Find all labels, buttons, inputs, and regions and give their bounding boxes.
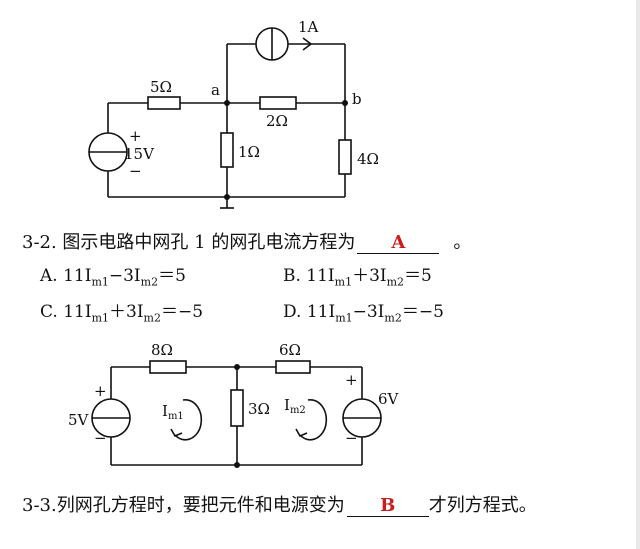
circuit-diagram-2: 8Ω 6Ω 3Ω 5V + − 6V + − Im1 Im2 [68, 341, 400, 468]
arrow-icon [302, 37, 313, 51]
option-b-part3: ＝5 [404, 266, 432, 286]
question-text: 3-3.列网孔方程时，要把元件和电源变为 [22, 495, 345, 516]
question-suffix: 才列方程式。 [428, 495, 537, 516]
question-suffix: 。 [453, 232, 472, 253]
answer-blank: B [346, 495, 429, 517]
option-a-part3: ＝5 [158, 266, 186, 286]
plus-sign-right: + [345, 371, 358, 389]
node-bottom-dot [224, 194, 230, 200]
answer-text: B [380, 495, 396, 516]
resistor-6ohm [275, 360, 311, 374]
minus-sign: − [129, 162, 142, 180]
mesh2-arrow-icon [299, 398, 328, 441]
resistor-5ohm [147, 96, 181, 110]
option-c-part1: C. 11I [40, 302, 92, 322]
option-b-sub1: m1 [334, 275, 353, 289]
mesh2-label: Im2 [284, 396, 306, 416]
option-a-part2: −3I [108, 266, 141, 286]
resistor-4ohm [338, 139, 352, 175]
label-node-a: a [211, 81, 220, 99]
mesh1-label: Im1 [162, 402, 184, 422]
label-6ohm: 6Ω [279, 341, 301, 359]
question-3-2: 3-2. 图示电路中网孔 1 的网孔电流方程为 A 。 [22, 228, 471, 254]
label-15v: 15V [124, 145, 155, 163]
option-b: B. 11Im1＋3Im2＝5 [283, 261, 432, 288]
question-text: 3-2. 图示电路中网孔 1 的网孔电流方程为 [22, 232, 356, 253]
answer-blank: A [357, 232, 440, 254]
option-a-part1: A. 11I [40, 266, 92, 286]
option-d-sub2: m2 [384, 311, 402, 325]
label-6v: 6V [378, 390, 400, 408]
option-b-part1: B. 11I [283, 266, 335, 286]
node-a-dot [224, 100, 230, 106]
label-8ohm: 8Ω [151, 341, 173, 359]
label-node-b: b [352, 90, 362, 108]
label-3ohm: 3Ω [248, 400, 270, 418]
option-c-part3: ＝−5 [160, 302, 204, 322]
node-top-dot [234, 364, 240, 370]
plus-sign: + [129, 127, 142, 145]
node-b-dot [342, 100, 348, 106]
option-c-part2: ＋3I [109, 302, 144, 322]
label-2ohm: 2Ω [266, 112, 288, 130]
node-bottom-dot [234, 462, 240, 468]
option-c-sub1: m1 [91, 311, 109, 325]
option-d: D. 11Im1−3Im2＝−5 [283, 297, 444, 324]
minus-sign-left: − [94, 429, 107, 447]
resistor-1ohm [220, 132, 234, 168]
option-d-part2: −3I [352, 302, 385, 322]
option-a: A. 11Im1−3Im2＝5 [40, 261, 186, 288]
plus-sign-left: + [94, 382, 107, 400]
option-d-part1: D. 11I [283, 302, 336, 322]
page-edge-divider [636, 0, 640, 549]
option-d-sub1: m1 [335, 311, 353, 325]
circuit-diagram-1: 5Ω 2Ω 1Ω 4Ω 1A a b 15V + − [88, 18, 379, 209]
option-c: C. 11Im1＋3Im2＝−5 [40, 297, 203, 324]
label-4ohm: 4Ω [357, 150, 379, 168]
label-5v: 5V [68, 411, 90, 429]
option-b-sub2: m2 [386, 275, 405, 289]
option-a-sub2: m2 [140, 275, 159, 289]
minus-sign-right: − [345, 429, 358, 447]
mesh1-arrow-icon [174, 398, 203, 441]
answer-text: A [391, 232, 406, 253]
resistor-3ohm [230, 389, 244, 427]
question-3-3: 3-3.列网孔方程时，要把元件和电源变为 B 才列方程式。 [22, 491, 537, 517]
option-d-part3: ＝−5 [401, 302, 444, 322]
label-1a: 1A [298, 18, 319, 36]
resistor-8ohm [149, 360, 187, 374]
resistor-2ohm [259, 96, 297, 110]
label-5ohm: 5Ω [150, 78, 172, 96]
label-1ohm: 1Ω [238, 143, 260, 161]
option-b-part2: ＋3I [352, 266, 387, 286]
option-c-sub2: m2 [143, 311, 161, 325]
option-a-sub1: m1 [91, 275, 109, 289]
